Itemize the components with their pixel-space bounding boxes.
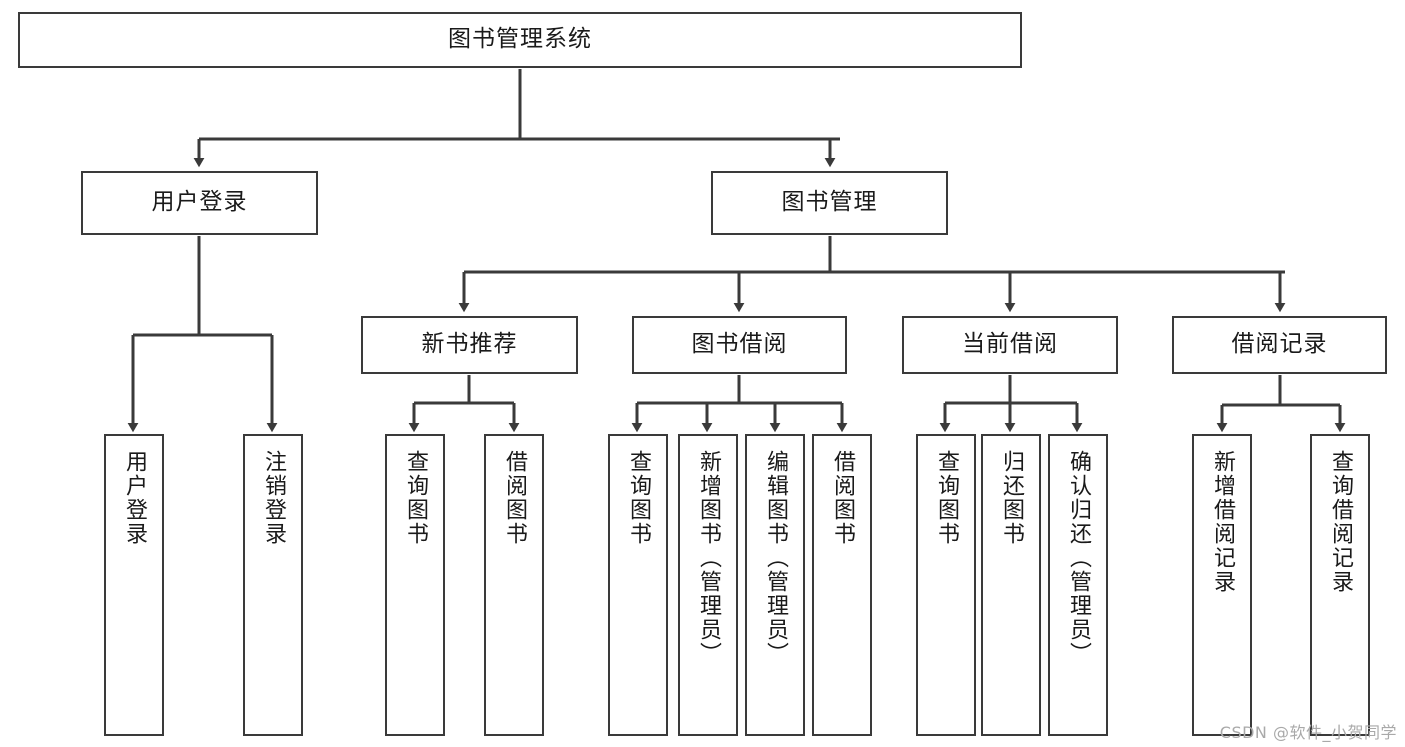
leaf-return-book-label: 归还图书 [998, 450, 1024, 546]
node-book-borrow[interactable]: 图书借阅 [632, 316, 847, 374]
leaf-edit-book-label: 编辑图书（管理员） [762, 450, 788, 666]
leaf-add-record-label: 新增借阅记录 [1209, 450, 1235, 594]
node-borrow-record-label: 借阅记录 [1231, 331, 1328, 358]
node-new-book-rec-label: 新书推荐 [421, 331, 518, 358]
node-root-label: 图书管理系统 [448, 26, 592, 53]
leaf-query-book-1[interactable]: 查询图书 [385, 434, 445, 736]
leaf-user-login[interactable]: 用户登录 [104, 434, 164, 736]
leaf-confirm-return[interactable]: 确认归还（管理员） [1048, 434, 1108, 736]
node-current-borrow[interactable]: 当前借阅 [902, 316, 1118, 374]
node-book-manage[interactable]: 图书管理 [711, 171, 948, 235]
watermark: CSDN @软件_小贺同学 [1219, 723, 1397, 742]
node-user-login[interactable]: 用户登录 [81, 171, 318, 235]
leaf-query-book-1-label: 查询图书 [402, 450, 428, 546]
leaf-logout[interactable]: 注销登录 [243, 434, 303, 736]
leaf-add-book-label: 新增图书（管理员） [695, 450, 721, 666]
node-user-login-label: 用户登录 [151, 189, 248, 216]
node-current-borrow-label: 当前借阅 [962, 331, 1058, 358]
leaf-add-book[interactable]: 新增图书（管理员） [678, 434, 738, 736]
leaf-query-book-3-label: 查询图书 [933, 450, 959, 546]
node-borrow-record[interactable]: 借阅记录 [1172, 316, 1387, 374]
node-root[interactable]: 图书管理系统 [18, 12, 1022, 68]
leaf-borrow-book-1[interactable]: 借阅图书 [484, 434, 544, 736]
leaf-user-login-label: 用户登录 [121, 450, 147, 546]
leaf-edit-book[interactable]: 编辑图书（管理员） [745, 434, 805, 736]
leaf-borrow-book-2-label: 借阅图书 [829, 450, 855, 546]
leaf-query-book-3[interactable]: 查询图书 [916, 434, 976, 736]
node-book-manage-label: 图书管理 [781, 189, 878, 216]
leaf-return-book[interactable]: 归还图书 [981, 434, 1041, 736]
node-new-book-rec[interactable]: 新书推荐 [361, 316, 578, 374]
leaf-logout-label: 注销登录 [260, 450, 286, 546]
leaf-borrow-book-1-label: 借阅图书 [501, 450, 527, 546]
leaf-query-book-2-label: 查询图书 [625, 450, 651, 546]
leaf-query-record[interactable]: 查询借阅记录 [1310, 434, 1370, 736]
leaf-add-record[interactable]: 新增借阅记录 [1192, 434, 1252, 736]
leaf-query-book-2[interactable]: 查询图书 [608, 434, 668, 736]
leaf-query-record-label: 查询借阅记录 [1327, 450, 1353, 594]
node-book-borrow-label: 图书借阅 [691, 331, 788, 358]
leaf-borrow-book-2[interactable]: 借阅图书 [812, 434, 872, 736]
leaf-confirm-return-label: 确认归还（管理员） [1065, 450, 1091, 666]
